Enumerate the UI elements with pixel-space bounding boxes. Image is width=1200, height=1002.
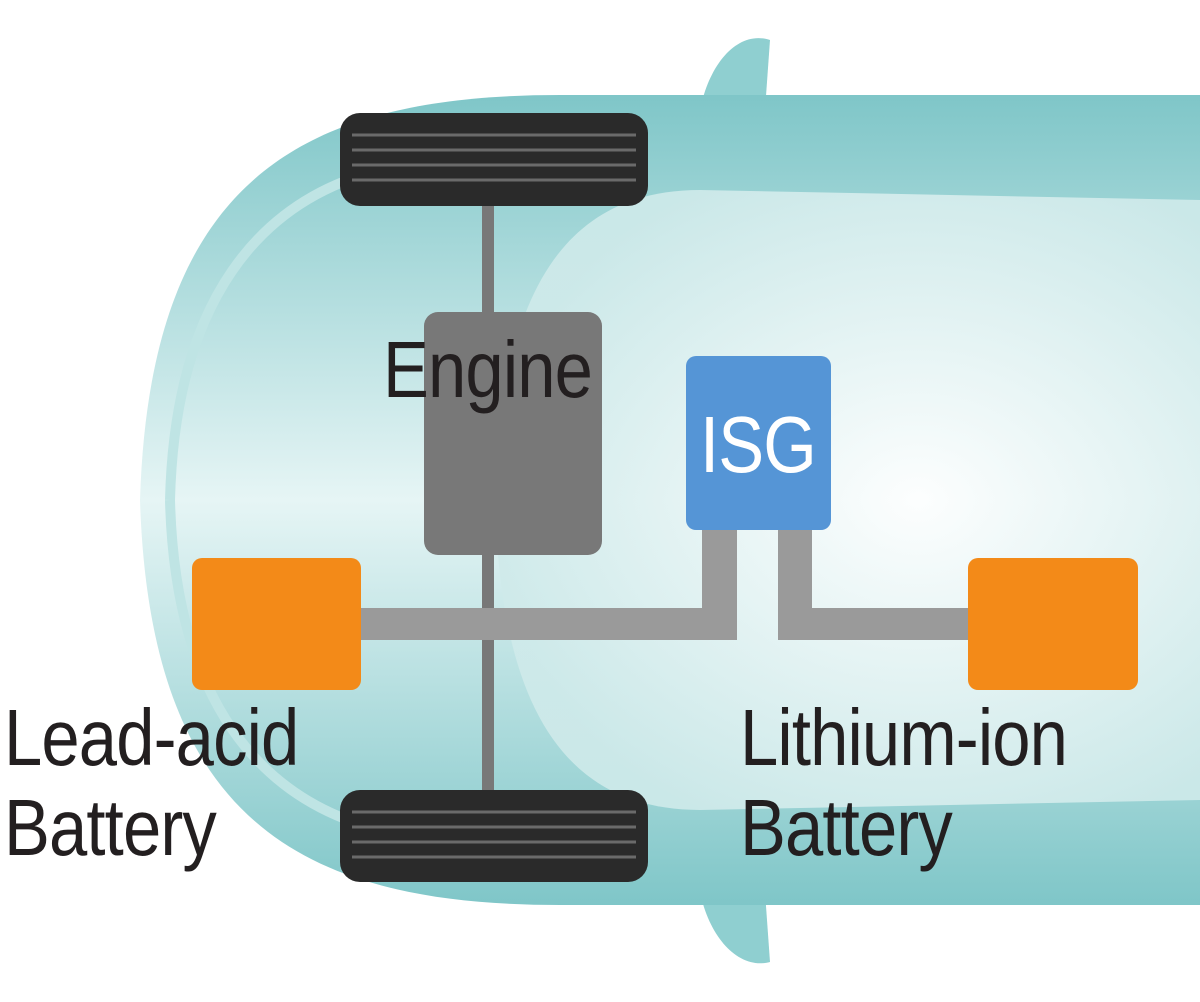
lithium-ion-label-line2: Battery [740,783,953,872]
lead-acid-label-line2: Battery [4,783,217,872]
engine-label: Engine [383,325,593,414]
lithium-ion-label-line1: Lithium-ion [740,693,1068,782]
isg-label: ISG [700,400,817,489]
mirror-bottom [700,892,770,964]
engine-block [424,312,602,555]
lithium-ion-battery-block [968,558,1138,690]
isg-block [686,356,831,530]
wiring [355,525,973,640]
lead-acid-battery-block [192,558,361,690]
tire-bottom [340,790,648,882]
lead-acid-label-line1: Lead-acid [4,693,299,782]
tire-top [340,113,648,206]
mirror-top [700,38,770,110]
